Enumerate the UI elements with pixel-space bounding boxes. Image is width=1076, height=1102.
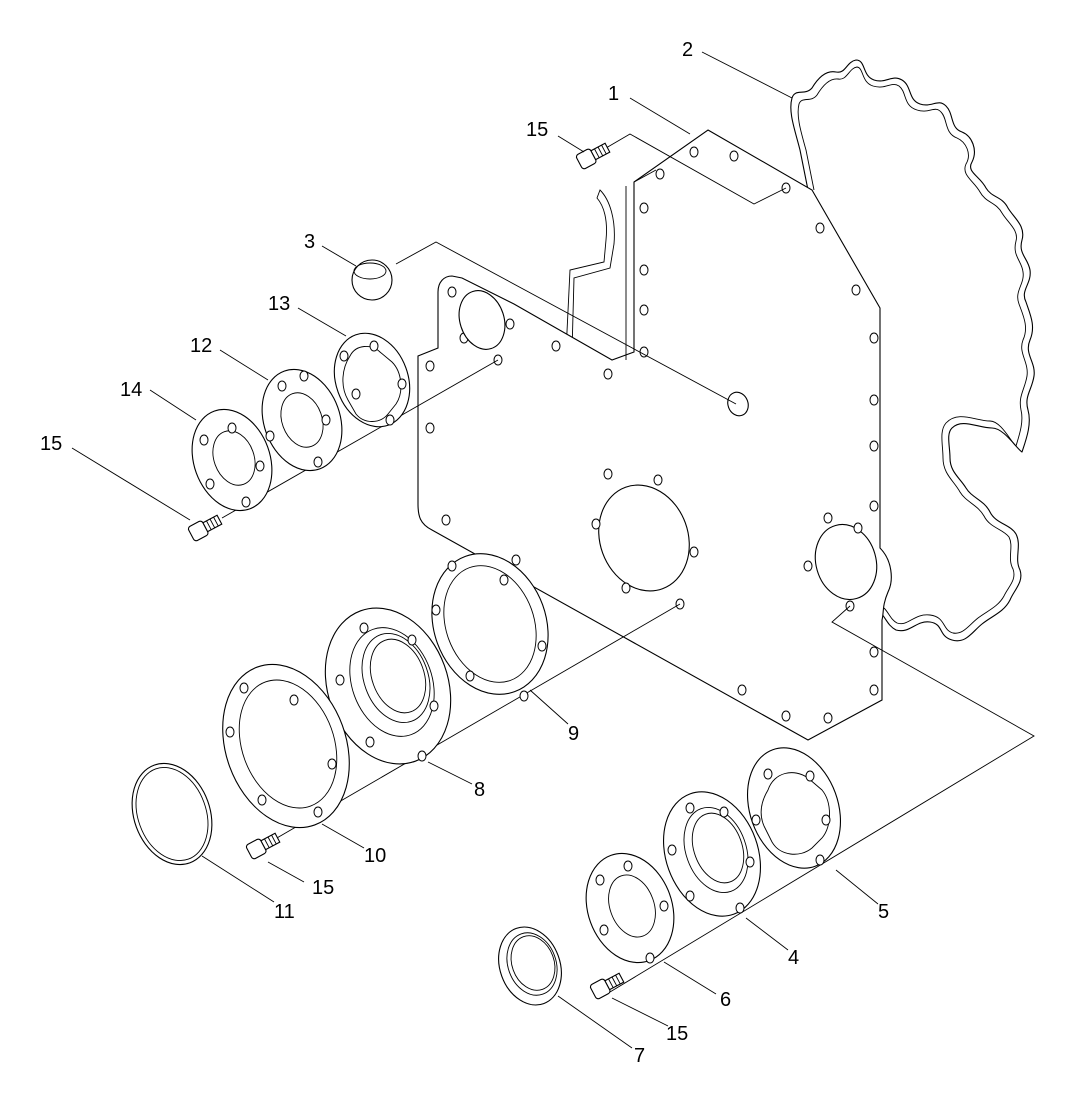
label-8: 8 <box>474 779 485 801</box>
label-10: 10 <box>364 845 386 867</box>
small-cover-gasket <box>333 332 411 428</box>
cover-bolt-holes <box>425 146 879 724</box>
rear-retainer-plate <box>585 852 675 964</box>
label-15-top: 15 <box>526 119 548 141</box>
front-cover <box>417 129 892 741</box>
label-15-front: 15 <box>312 877 334 899</box>
rear-housing-gasket <box>746 747 842 869</box>
bolt-rear <box>589 972 625 1000</box>
bolt-left <box>187 514 223 542</box>
front-oil-seal-ring <box>131 762 213 866</box>
bolt-top <box>575 142 611 170</box>
rear-oil-seal <box>498 926 562 1006</box>
label-6: 6 <box>720 989 731 1011</box>
label-4: 4 <box>788 947 799 969</box>
label-15-left: 15 <box>40 433 62 455</box>
label-12: 12 <box>190 335 212 357</box>
label-14: 14 <box>120 379 142 401</box>
front-housing-gasket <box>431 553 549 702</box>
label-leaders <box>71 51 879 1049</box>
label-9: 9 <box>568 723 579 745</box>
label-13: 13 <box>268 293 290 315</box>
label-5: 5 <box>878 901 889 923</box>
bolt-front <box>245 832 281 860</box>
label-7: 7 <box>634 1045 645 1067</box>
front-retainer-plate <box>222 663 350 829</box>
rear-seal-housing <box>662 791 762 917</box>
small-plate <box>191 408 273 512</box>
plug <box>351 259 393 301</box>
label-3: 3 <box>304 231 315 253</box>
part-labels: 2 1 15 3 13 12 14 15 9 8 10 15 11 5 4 6 … <box>40 39 889 1067</box>
label-11: 11 <box>274 901 295 923</box>
small-cover <box>261 368 343 472</box>
label-2: 2 <box>682 39 693 61</box>
front-seal-housing <box>324 607 452 765</box>
label-15-rear: 15 <box>666 1023 688 1045</box>
label-1: 1 <box>608 83 619 105</box>
